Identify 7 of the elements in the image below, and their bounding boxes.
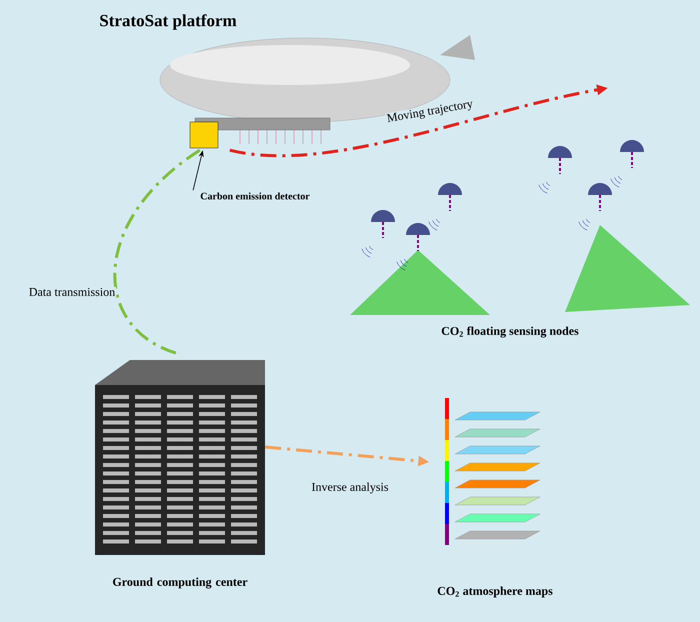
server-label: Ground computing center	[113, 578, 248, 588]
transmission-line	[114, 148, 201, 356]
maps-label: CO$_{2}$ atmosphere maps	[438, 586, 552, 598]
part-label: Carbon emission detector	[200, 192, 310, 200]
edge-label: Inverse analysis	[310, 482, 390, 494]
sensing-nodes-label: CO$_{2}$ floating sensing nodes	[442, 326, 578, 338]
platform-title: StratoSat platform	[100, 14, 236, 30]
